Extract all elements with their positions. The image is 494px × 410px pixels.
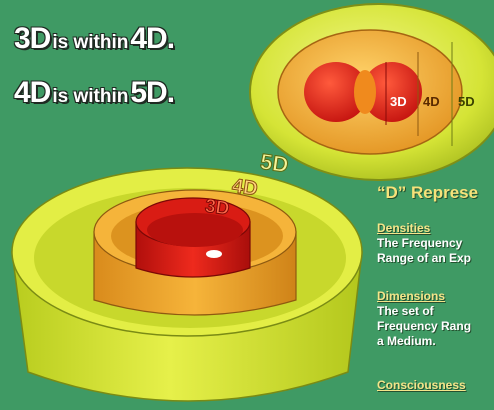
definition-line: a Medium. xyxy=(377,334,436,348)
definition-line: Range of an Exp xyxy=(377,251,472,265)
sphere-label-5d: 5D xyxy=(458,94,475,109)
sphere-core-pinch xyxy=(354,70,376,114)
cylinder-floor-3d xyxy=(147,213,243,247)
term-consciousness: Consciousness xyxy=(377,378,466,392)
cylinder-label-3d: 3D xyxy=(204,196,231,220)
definition-line: The Frequency xyxy=(377,236,463,250)
definition-dimensions: The set of Frequency Rang a Medium. xyxy=(377,304,471,349)
sphere-label-4d: 4D xyxy=(423,94,440,109)
cylinder-diagram: 5D 4D 3D xyxy=(11,148,363,402)
definition-line: The set of xyxy=(377,304,434,318)
cylinder-label-4d: 4D xyxy=(231,175,259,200)
sphere-label-3d: 3D xyxy=(390,94,407,109)
sphere-core-right-lobe xyxy=(362,62,422,122)
sphere-diagram: 3D 4D 5D xyxy=(249,3,494,181)
cylinder-highlight xyxy=(206,250,222,258)
term-densities: Densities xyxy=(377,221,431,235)
cylinder-label-5d: 5D xyxy=(259,149,290,178)
headline-1-connector: is within xyxy=(52,32,129,53)
headline-1-part-a: 3D xyxy=(14,22,51,55)
headline-2-part-a: 4D xyxy=(14,76,51,109)
term-dimensions: Dimensions xyxy=(377,289,446,303)
sphere-core-left-lobe xyxy=(304,62,368,122)
panel-title: “D” Represe xyxy=(377,183,479,202)
headline-2-connector: is within xyxy=(52,86,129,107)
headline-2-part-b: 5D. xyxy=(130,76,175,109)
headline-1-part-b: 4D. xyxy=(130,22,175,55)
definition-line: Frequency Rang xyxy=(377,319,472,333)
definition-densities: The Frequency Range of an Exp xyxy=(377,236,471,266)
